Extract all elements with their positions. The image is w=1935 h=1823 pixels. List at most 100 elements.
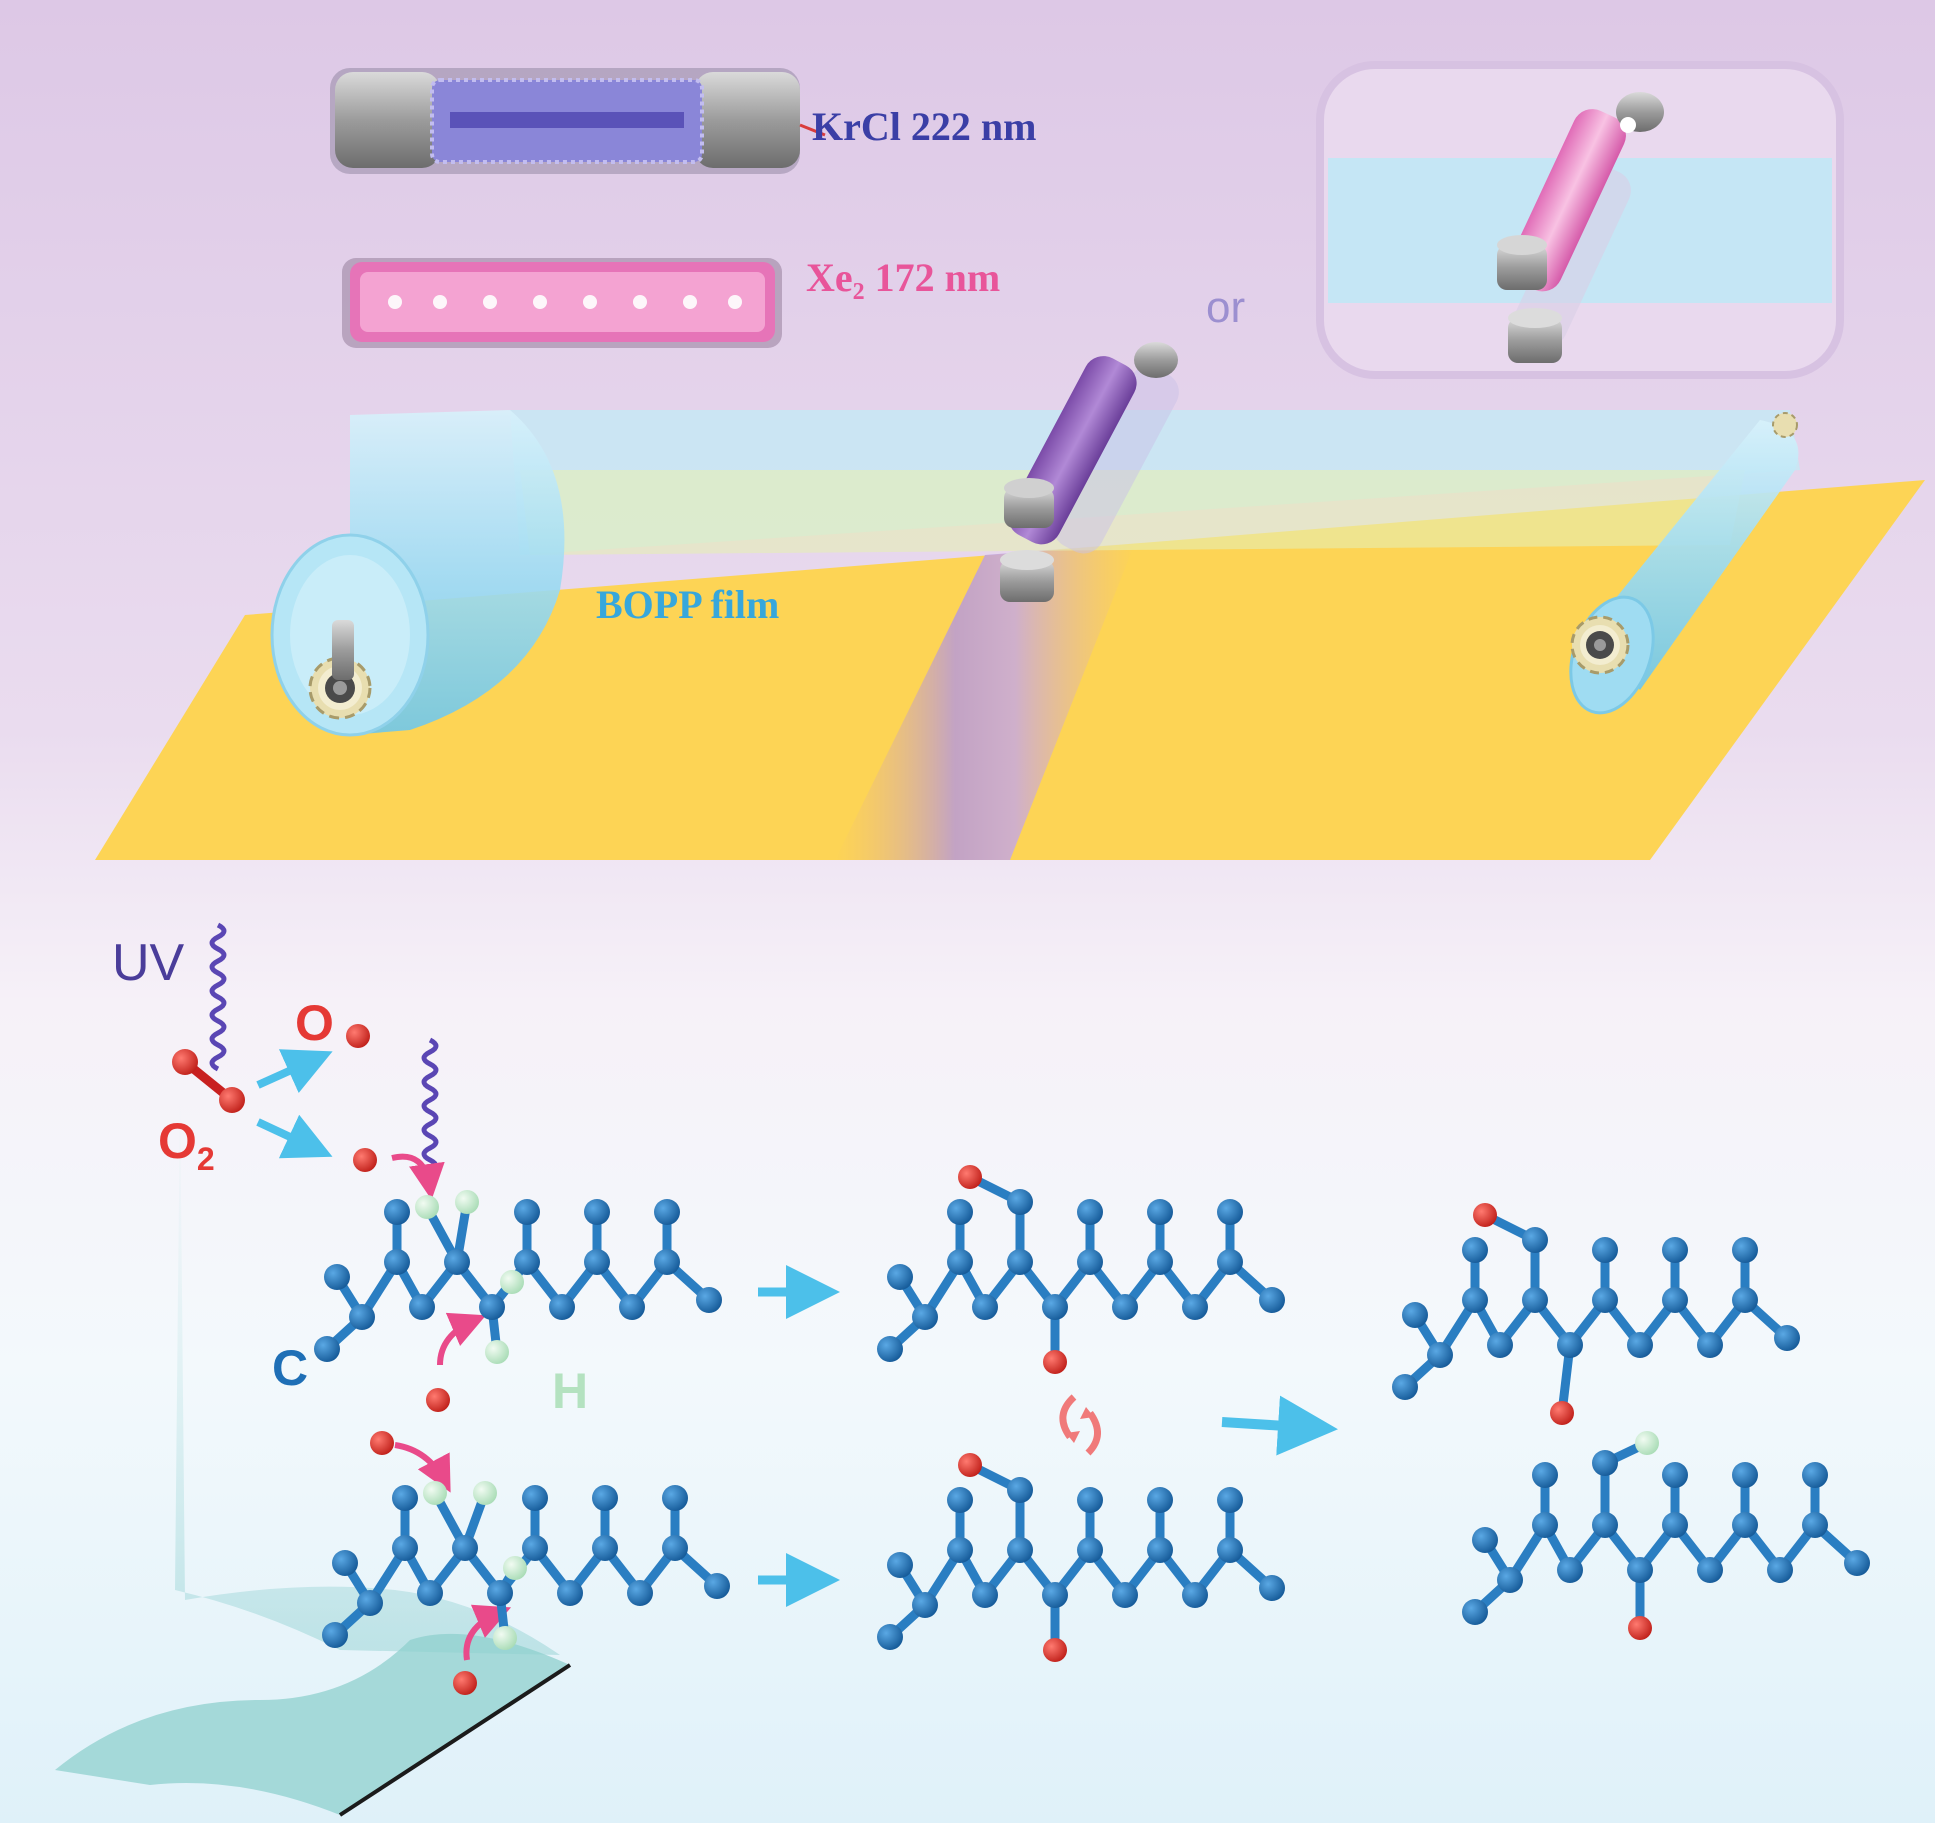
hydrogen-atom bbox=[500, 1270, 524, 1294]
carbon-atom bbox=[947, 1487, 973, 1513]
carbon-atom bbox=[514, 1199, 540, 1225]
carbon-atom bbox=[1392, 1374, 1418, 1400]
inset-xe2-panel bbox=[1316, 61, 1844, 379]
carbon-atom bbox=[1662, 1237, 1688, 1263]
carbon-atom bbox=[1077, 1249, 1103, 1275]
hydrogen-label: H bbox=[552, 1363, 588, 1419]
carbon-atom bbox=[1147, 1487, 1173, 1513]
oxygen-atom bbox=[426, 1388, 450, 1412]
carbon-atom bbox=[1147, 1537, 1173, 1563]
carbon-atom bbox=[662, 1535, 688, 1561]
carbon-atom bbox=[1007, 1537, 1033, 1563]
carbon-atom bbox=[522, 1535, 548, 1561]
carbon-atom bbox=[452, 1535, 478, 1561]
carbon-label: C bbox=[272, 1340, 308, 1396]
carbon-atom bbox=[627, 1580, 653, 1606]
carbon-atom bbox=[592, 1485, 618, 1511]
uv-beam bbox=[835, 543, 1135, 860]
oxygen-atom bbox=[1628, 1616, 1652, 1640]
carbon-atom bbox=[912, 1304, 938, 1330]
carbon-atom bbox=[696, 1287, 722, 1313]
carbon-atom bbox=[1697, 1557, 1723, 1583]
carbon-atom bbox=[1487, 1332, 1513, 1358]
carbon-atom bbox=[522, 1485, 548, 1511]
carbon-atom bbox=[1217, 1199, 1243, 1225]
oxygen-atom bbox=[219, 1087, 245, 1113]
carbon-atom bbox=[549, 1294, 575, 1320]
carbon-atom bbox=[409, 1294, 435, 1320]
oxygen-atom bbox=[958, 1453, 982, 1477]
carbon-atom bbox=[444, 1249, 470, 1275]
carbon-atom bbox=[1007, 1249, 1033, 1275]
carbon-atom bbox=[479, 1294, 505, 1320]
carbon-atom bbox=[332, 1550, 358, 1576]
carbon-atom bbox=[584, 1249, 610, 1275]
uv-wave-icon bbox=[421, 1037, 439, 1187]
film-light-cone bbox=[175, 1090, 560, 1655]
hydrogen-atom bbox=[415, 1195, 439, 1219]
oxygen-atom bbox=[1043, 1638, 1067, 1662]
carbon-atom bbox=[1217, 1487, 1243, 1513]
carbon-atom bbox=[384, 1199, 410, 1225]
hydrogen-atom bbox=[473, 1481, 497, 1505]
carbon-atom bbox=[972, 1582, 998, 1608]
carbon-atom bbox=[1007, 1189, 1033, 1215]
oxygen-atom bbox=[353, 1148, 377, 1172]
oxygen-atom bbox=[1473, 1203, 1497, 1227]
carbon-atom bbox=[654, 1199, 680, 1225]
film-overlap bbox=[520, 470, 1745, 555]
carbon-atom bbox=[1077, 1199, 1103, 1225]
carbon-atom bbox=[947, 1537, 973, 1563]
conveyor-apparatus: BOPP film bbox=[95, 342, 1925, 860]
carbon-atom bbox=[349, 1304, 375, 1330]
cycle-arrows-icon bbox=[1059, 1394, 1101, 1456]
carbon-atom bbox=[1662, 1287, 1688, 1313]
hydrogen-atom bbox=[423, 1481, 447, 1505]
or-label: or bbox=[1206, 283, 1245, 332]
carbon-atom bbox=[1522, 1287, 1548, 1313]
gear-icon bbox=[1772, 412, 1798, 438]
carbon-atom bbox=[1472, 1527, 1498, 1553]
carbon-atom bbox=[322, 1622, 348, 1648]
carbon-atom bbox=[972, 1294, 998, 1320]
carbon-atom bbox=[1522, 1227, 1548, 1253]
right-roller bbox=[1569, 412, 1799, 715]
carbon-atom bbox=[1217, 1537, 1243, 1563]
carbon-atom bbox=[1147, 1199, 1173, 1225]
carbon-atom bbox=[1732, 1512, 1758, 1538]
carbon-atom bbox=[514, 1249, 540, 1275]
carbon-atom bbox=[947, 1199, 973, 1225]
carbon-atom bbox=[1557, 1557, 1583, 1583]
gear-icon bbox=[1570, 615, 1630, 675]
center-uv-lamp bbox=[1000, 342, 1179, 602]
carbon-atom bbox=[1532, 1462, 1558, 1488]
carbon-atom bbox=[1112, 1582, 1138, 1608]
krcl-label: KrCl 222 nm bbox=[812, 104, 1036, 149]
carbon-atom bbox=[1697, 1332, 1723, 1358]
carbon-atom bbox=[619, 1294, 645, 1320]
carbon-atom bbox=[1592, 1287, 1618, 1313]
carbon-atom bbox=[1147, 1249, 1173, 1275]
oxygen-atom bbox=[346, 1024, 370, 1048]
hydrogen-atom bbox=[503, 1556, 527, 1580]
carbon-atom bbox=[1592, 1450, 1618, 1476]
carbon-atom bbox=[947, 1249, 973, 1275]
carbon-atom bbox=[877, 1624, 903, 1650]
carbon-atom bbox=[1112, 1294, 1138, 1320]
carbon-atom bbox=[1042, 1582, 1068, 1608]
o-atom-label: O bbox=[295, 995, 334, 1051]
carbon-atom bbox=[392, 1485, 418, 1511]
carbon-atom bbox=[417, 1580, 443, 1606]
oxygen-atom bbox=[1043, 1350, 1067, 1374]
carbon-atom bbox=[1077, 1487, 1103, 1513]
bopp-film-label: BOPP film bbox=[596, 582, 779, 627]
carbon-atom bbox=[1077, 1537, 1103, 1563]
carbon-atom bbox=[1592, 1512, 1618, 1538]
carbon-atom bbox=[1402, 1302, 1428, 1328]
carbon-atom bbox=[1042, 1294, 1068, 1320]
carbon-atom bbox=[1627, 1332, 1653, 1358]
carbon-atom bbox=[1767, 1557, 1793, 1583]
carbon-atom bbox=[1497, 1567, 1523, 1593]
o2-label: O2 bbox=[158, 1113, 215, 1177]
film-sheet bbox=[55, 1633, 570, 1815]
